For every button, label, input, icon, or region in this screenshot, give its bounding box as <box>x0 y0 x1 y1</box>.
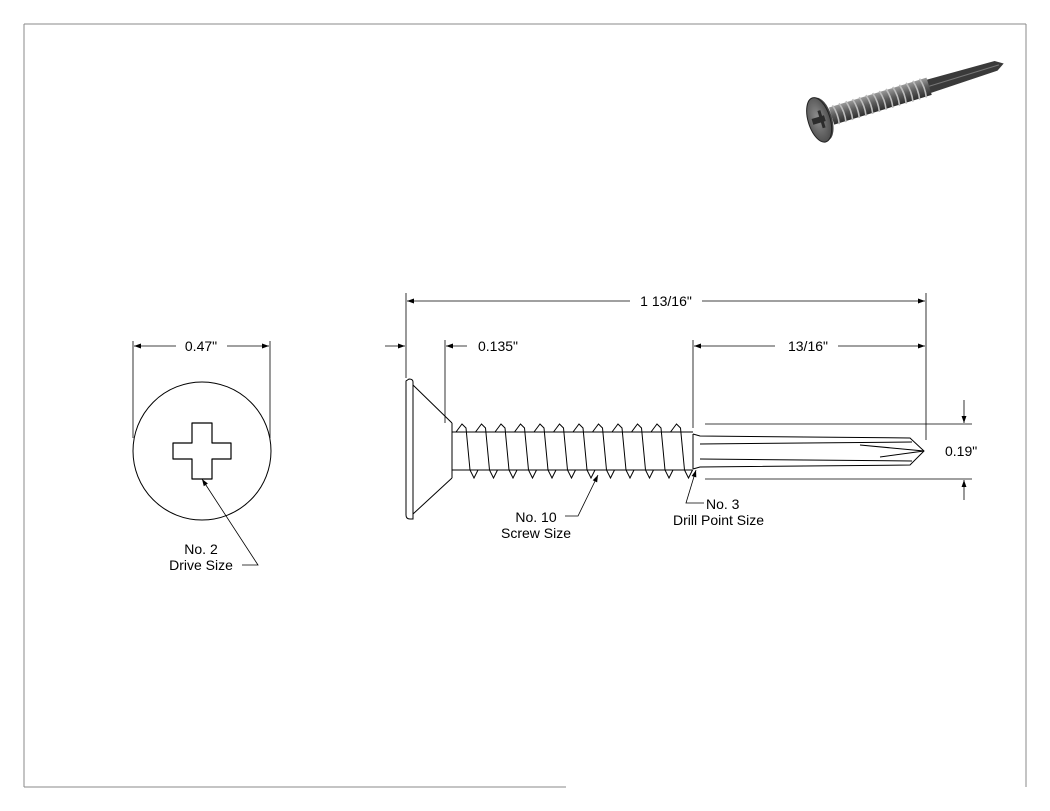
thread-crest <box>611 423 635 480</box>
head-end-view <box>132 381 272 521</box>
render-thread <box>831 104 841 125</box>
thread-crest <box>494 423 518 480</box>
screw-threads <box>455 423 693 480</box>
drill-point-size-line1: No. 3 <box>706 496 740 512</box>
render-thread <box>851 98 861 119</box>
screw-side-view <box>405 378 693 520</box>
drive-size-line2: Drive Size <box>169 557 233 573</box>
drive-size-line1: No. 2 <box>184 541 218 557</box>
shank-diameter-dimension: 0.19" <box>705 400 977 500</box>
overall-length-label: 1 13/16" <box>640 293 692 309</box>
head-diameter-dimension: 0.47" <box>132 338 271 438</box>
screw-size-callout: No. 10 Screw Size <box>501 474 599 541</box>
render-thread <box>865 94 874 115</box>
head-diameter-label: 0.47" <box>185 338 217 354</box>
drive-size-callout: No. 2 Drive Size <box>169 478 259 573</box>
thread-crest <box>514 423 537 480</box>
drill-point-size-callout: No. 3 Drill Point Size <box>673 469 764 528</box>
render-thread <box>838 102 847 123</box>
thread-start-dimension: 0.135" <box>385 338 518 423</box>
render-thread <box>845 100 854 121</box>
thread-crest <box>670 423 693 480</box>
drill-length-label: 13/16" <box>788 338 828 354</box>
screw-3d-render <box>806 61 1004 143</box>
thread-crest <box>475 423 498 480</box>
thread-crest <box>455 423 479 480</box>
render-thread <box>898 84 908 104</box>
render-thread <box>858 96 867 117</box>
screw-size-line1: No. 10 <box>515 509 556 525</box>
thread-start-label: 0.135" <box>478 338 518 354</box>
render-thread <box>885 88 894 108</box>
sheet-border <box>23 23 1027 788</box>
render-thread <box>892 86 901 106</box>
shank-diameter-label: 0.19" <box>945 443 977 459</box>
overall-length-dimension: 1 13/16" <box>405 293 927 440</box>
screw-size-line2: Screw Size <box>501 525 571 541</box>
thread-crest <box>631 423 654 480</box>
render-thread <box>918 78 928 98</box>
render-thread <box>871 92 881 112</box>
thread-crest <box>533 423 557 480</box>
thread-crest <box>650 423 674 480</box>
drill-point-size-line2: Drill Point Size <box>673 512 764 528</box>
thread-crest <box>553 423 576 480</box>
drill-length-dimension: 13/16" <box>692 338 925 428</box>
render-thread <box>878 90 887 110</box>
render-thread <box>905 82 914 102</box>
render-thread <box>912 80 921 100</box>
thread-crest <box>592 423 615 480</box>
phillips-recess-icon <box>172 422 232 480</box>
thread-crest <box>572 423 596 480</box>
drill-point <box>692 433 925 470</box>
